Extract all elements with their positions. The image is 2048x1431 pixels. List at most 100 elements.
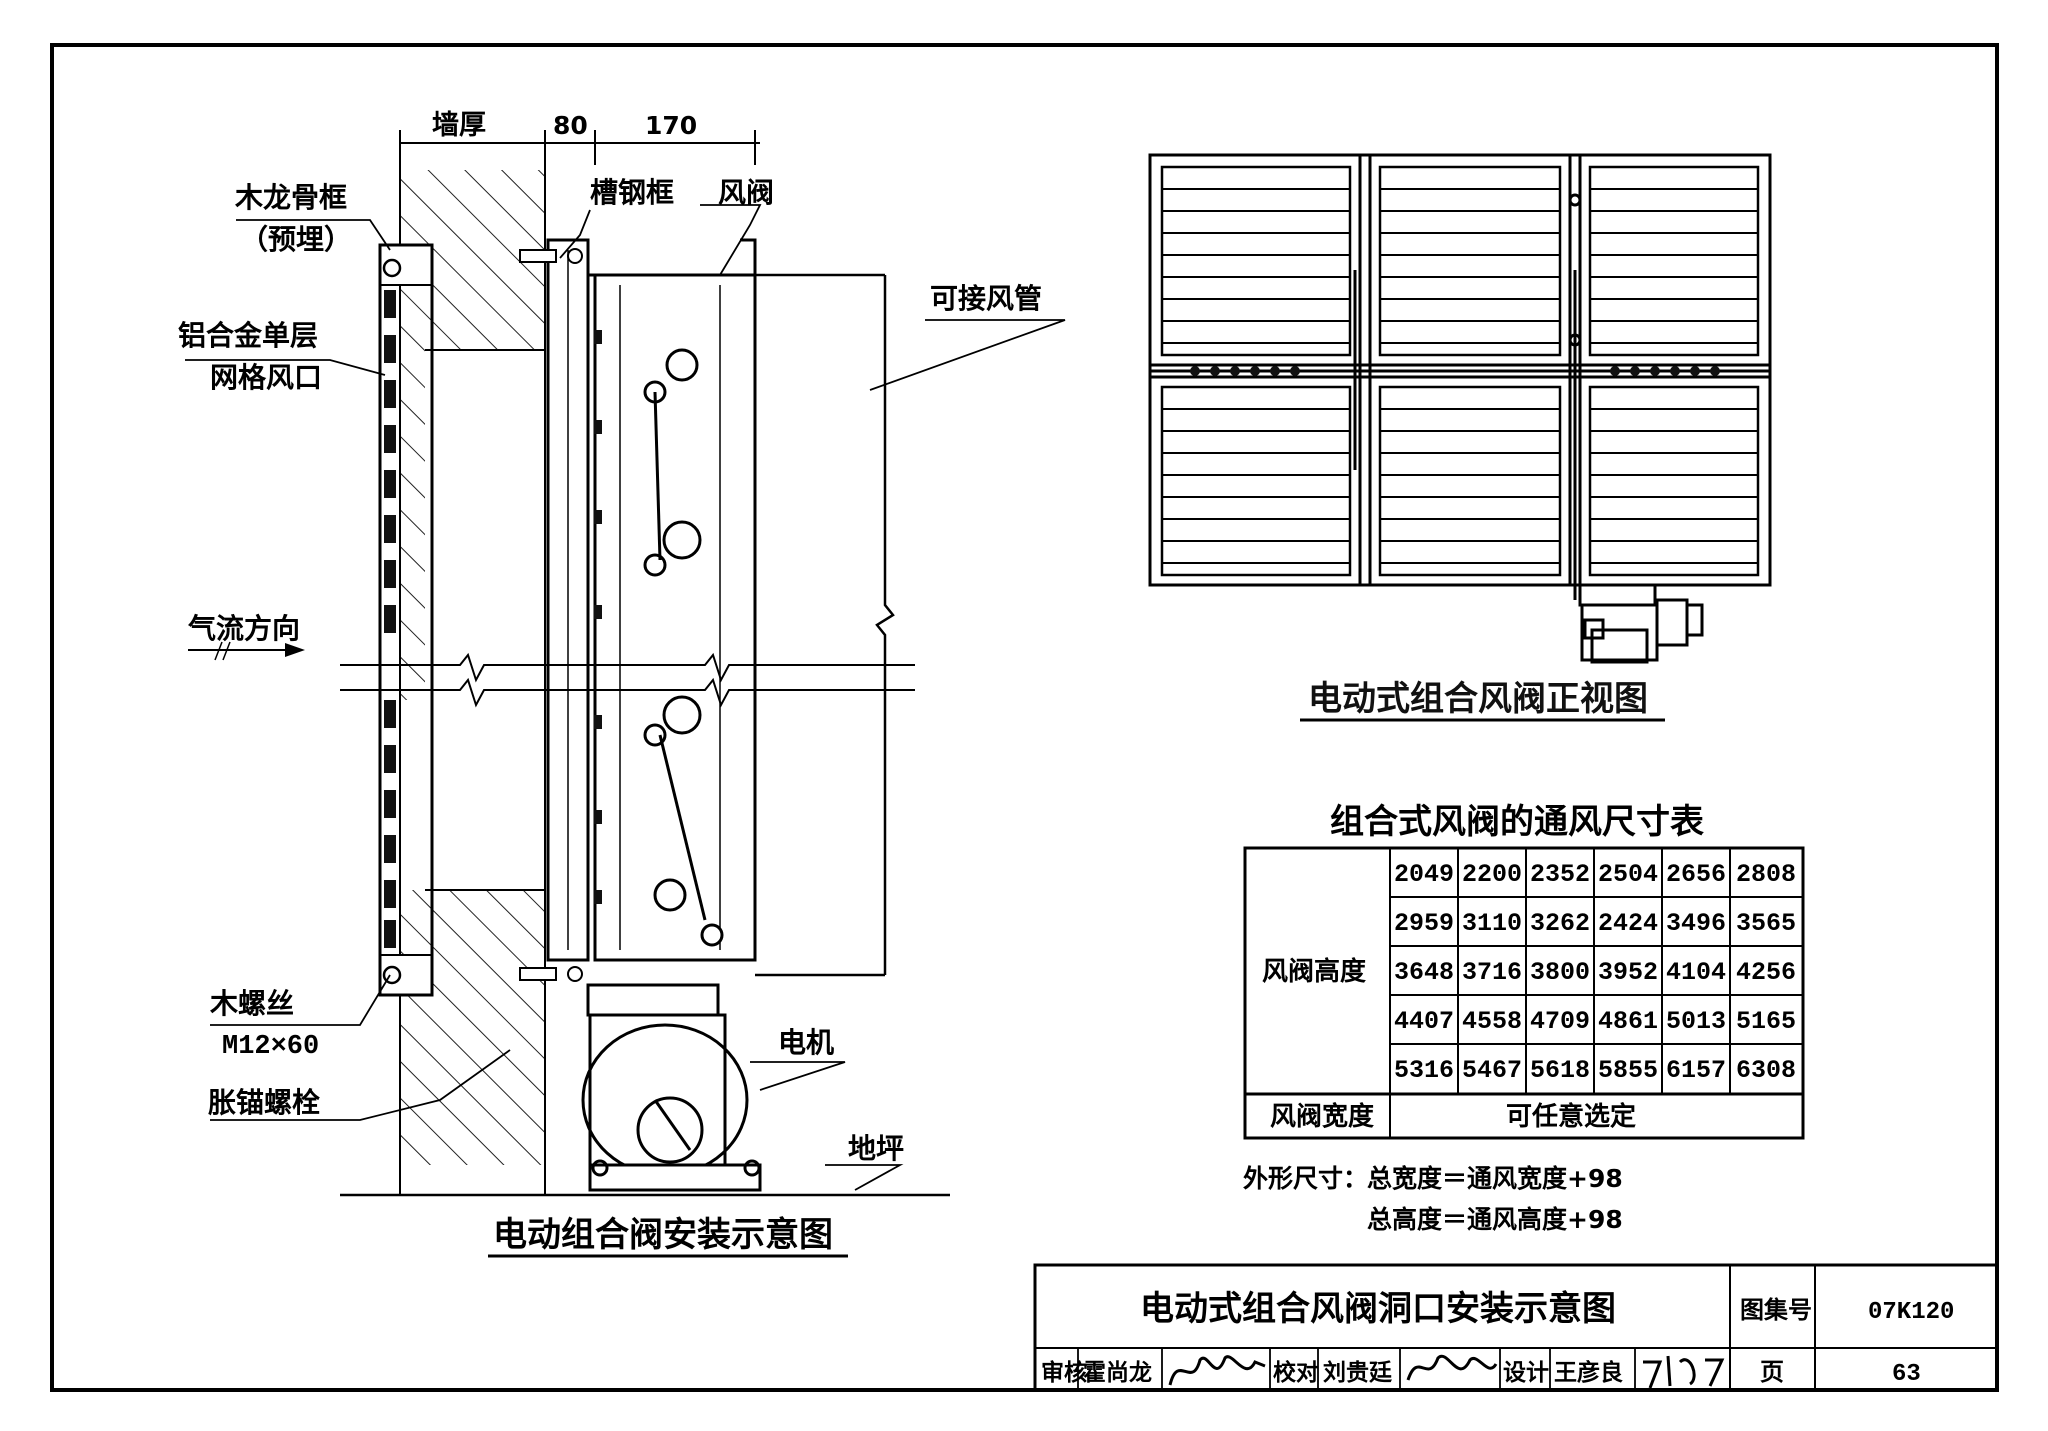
check-signature: [1406, 1354, 1498, 1381]
table-cell: 6157: [1666, 1056, 1726, 1085]
table-border: [1243, 846, 1805, 1140]
dim-wall-thickness: 墙厚: [432, 110, 486, 141]
wall-hatch-lower: [400, 890, 545, 1165]
title-block: [1033, 1263, 1999, 1392]
grille-frame: [378, 243, 434, 997]
leader-lines: [185, 204, 1066, 1191]
label-screw-size: M12×60: [222, 1032, 319, 1062]
label-grille-2: 网格风口: [210, 361, 322, 394]
installation-section-view: 墙厚 80 170 木龙骨框 （预埋） 槽钢框 风阀 铝合金单层 网格风口 可接…: [178, 110, 1066, 1258]
label-anchor-bolt: 胀锚螺栓: [208, 1086, 320, 1119]
table-cell: 2656: [1666, 860, 1726, 889]
table-width-value: 可任意选定: [1506, 1101, 1636, 1132]
table-cell: 2424: [1598, 909, 1658, 938]
check-name: 刘贵廷: [1323, 1359, 1393, 1386]
dimension-line: [399, 130, 760, 165]
table-cell: 2049: [1394, 860, 1454, 889]
table-cell: 2808: [1736, 860, 1796, 889]
front-caption: 电动式组合风阀正视图: [1308, 679, 1648, 719]
design-name: 王彦良: [1554, 1359, 1623, 1386]
label-damper: 风阀: [718, 176, 774, 209]
break-lines: [340, 652, 915, 708]
size-table: 组合式风阀的通风尺寸表 风阀高度 风阀宽度 可任意选定 2049 2200 23…: [1243, 802, 1805, 1140]
damper-linkage: [643, 348, 724, 947]
front-panels: [1160, 165, 1760, 577]
anchor-bolts: [519, 248, 583, 982]
title-block-title: 电动式组合风阀洞口安装示意图: [1140, 1289, 1616, 1329]
front-view: 电动式组合风阀正视图: [1148, 153, 1772, 722]
wood-screw-top: [382, 258, 402, 278]
table-values: 2049 2200 2352 2504 2656 2808 2959 3110 …: [1394, 860, 1796, 1085]
label-channel-frame: 槽钢框: [590, 176, 674, 209]
dim-80: 80: [553, 111, 588, 140]
table-cell: 2200: [1462, 860, 1522, 889]
table-cell: 3110: [1462, 909, 1522, 938]
label-airflow: 气流方向: [187, 612, 300, 645]
atlas-number-value: 07K120: [1868, 1299, 1954, 1326]
label-motor: 电机: [778, 1026, 834, 1059]
notes-line2: 总高度＝通风高度+98: [1367, 1205, 1623, 1234]
label-wood-frame-embedded: （预埋）: [240, 223, 352, 256]
wood-screw-bottom: [382, 965, 402, 985]
table-cell: 3952: [1598, 958, 1658, 987]
table-cell: 4256: [1736, 958, 1796, 987]
table-grid: [1245, 848, 1803, 1138]
front-linkage-rivets: [1190, 366, 1720, 376]
label-duct: 可接风管: [930, 282, 1042, 315]
review-label: 审核: [1041, 1359, 1087, 1386]
table-cell: 5013: [1666, 1007, 1726, 1036]
grille-bars: [384, 290, 396, 948]
table-cell: 3648: [1394, 958, 1454, 987]
review-signature: [1168, 1355, 1266, 1386]
table-cell: 4558: [1462, 1007, 1522, 1036]
duct: [755, 273, 895, 977]
wood-frame-top-block: [379, 244, 433, 286]
table-cell: 5165: [1736, 1007, 1796, 1036]
table-cell: 3262: [1530, 909, 1590, 938]
table-cell: 5618: [1530, 1056, 1590, 1085]
channel-frame: [546, 238, 590, 962]
page-label: 页: [1760, 1358, 1784, 1386]
label-grille: 铝合金单层: [178, 319, 318, 352]
table-width-label: 风阀宽度: [1270, 1101, 1374, 1132]
table-cell: 3496: [1666, 909, 1726, 938]
table-title: 组合式风阀的通风尺寸表: [1330, 802, 1704, 842]
table-cell: 6308: [1736, 1056, 1796, 1085]
page-number: 63: [1892, 1361, 1921, 1388]
table-cell: 4709: [1530, 1007, 1590, 1036]
design-label: 设计: [1503, 1360, 1549, 1386]
dim-170: 170: [645, 111, 697, 140]
table-height-label: 风阀高度: [1262, 956, 1366, 987]
table-cell: 2352: [1530, 860, 1590, 889]
label-wood-frame: 木龙骨框: [234, 181, 347, 214]
table-cell: 3800: [1530, 958, 1590, 987]
notes-line1: 总宽度＝通风宽度+98: [1367, 1164, 1623, 1193]
label-wood-screw: 木螺丝: [209, 987, 294, 1020]
check-label: 校对: [1273, 1359, 1319, 1386]
wood-frame-bottom-block: [379, 954, 433, 996]
atlas-number-label: 图集号: [1740, 1296, 1812, 1324]
front-louvers: [1162, 188, 1758, 564]
design-signature: [1643, 1355, 1725, 1389]
table-cell: 3716: [1462, 958, 1522, 987]
install-caption: 电动组合阀安装示意图: [493, 1215, 833, 1255]
notes-prefix: 外形尺寸：: [1243, 1164, 1368, 1193]
damper-hook-top: [740, 238, 757, 275]
table-cell: 2504: [1598, 860, 1658, 889]
label-floor: 地坪: [848, 1132, 904, 1165]
table-cell: 5467: [1462, 1056, 1522, 1085]
table-cell: 3565: [1736, 909, 1796, 938]
table-cell: 4861: [1598, 1007, 1658, 1036]
wall-hatch-upper: [400, 170, 545, 700]
table-cell: 5855: [1598, 1056, 1658, 1085]
frame-bolts: [594, 330, 602, 904]
sheet-border: [50, 43, 1999, 1392]
airflow-arrow-icon: [188, 641, 305, 661]
table-cell: 4104: [1666, 958, 1726, 987]
table-cell: 4407: [1394, 1007, 1454, 1036]
motor: [581, 983, 762, 1192]
review-name: 霍尚龙: [1083, 1360, 1152, 1386]
table-cell: 5316: [1394, 1056, 1454, 1085]
front-actuator: [1578, 583, 1704, 664]
